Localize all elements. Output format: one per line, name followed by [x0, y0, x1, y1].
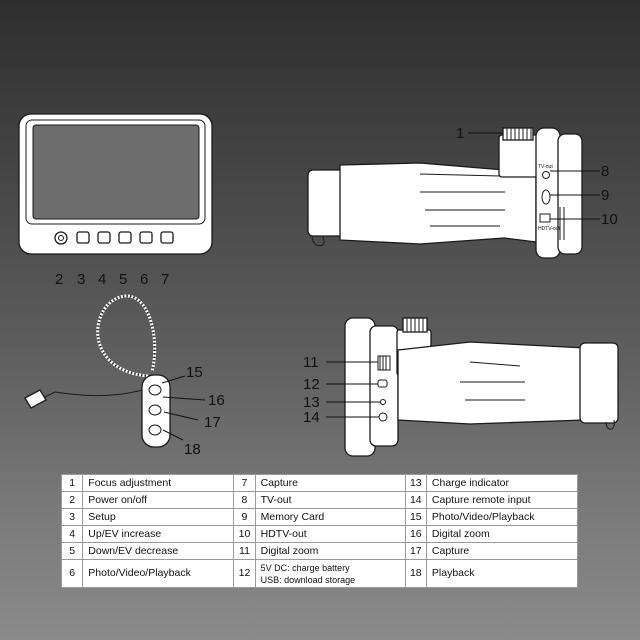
callout-13: 13 — [303, 394, 320, 411]
callout-3: 3 — [77, 271, 85, 288]
callout-6: 6 — [140, 271, 148, 288]
callout-12: 12 — [303, 376, 320, 393]
legend-table: 1 Focus adjustment 7 Capture 13 Charge i… — [60, 474, 579, 588]
svg-text:HDTV-out: HDTV-out — [538, 226, 561, 232]
mode-button — [139, 231, 153, 244]
callout-10: 10 — [601, 211, 618, 228]
device-diagram: 2 3 4 5 6 7 TV-out HDTV-out 1 8 9 10 — [18, 113, 619, 458]
legend-row: 4 Up/EV increase 10 HDTV-out 16 Digital … — [60, 525, 579, 543]
callout-14: 14 — [303, 409, 320, 426]
callout-8: 8 — [601, 163, 609, 180]
callout-4: 4 — [98, 271, 106, 288]
down-button — [118, 231, 132, 244]
callout-1: 1 — [456, 125, 464, 142]
legend-cell-two-line: 5V DC: charge battery USB: download stor… — [254, 559, 406, 588]
setup-button — [76, 231, 90, 244]
callout-7: 7 — [161, 271, 169, 288]
legend-row: 2 Power on/off 8 TV-out 14 Capture remot… — [60, 491, 579, 509]
scope-side-view-top: TV-out HDTV-out — [307, 127, 583, 259]
monitor-screen — [32, 124, 200, 220]
callout-16: 16 — [208, 392, 225, 409]
callout-15: 15 — [186, 364, 203, 381]
up-button — [97, 231, 111, 244]
remote-control — [24, 294, 171, 448]
callout-2: 2 — [55, 271, 63, 288]
svg-text:TV-out: TV-out — [538, 164, 553, 170]
capture-button — [160, 231, 174, 244]
legend-row: 1 Focus adjustment 7 Capture 13 Charge i… — [60, 474, 579, 492]
callout-5: 5 — [119, 271, 127, 288]
power-button — [54, 231, 68, 245]
monitor-front-view: 2 3 4 5 6 7 — [18, 113, 213, 288]
legend-row: 6 Photo/Video/Playback 12 5V DC: charge … — [60, 559, 579, 588]
monitor-button-row — [54, 231, 174, 245]
callout-11: 11 — [303, 354, 319, 371]
legend-row: 3 Setup 9 Memory Card 15 Photo/Video/Pla… — [60, 508, 579, 526]
callout-9: 9 — [601, 187, 609, 204]
callout-18: 18 — [184, 441, 201, 458]
callout-17: 17 — [204, 414, 221, 431]
legend-row: 5 Down/EV decrease 11 Digital zoom 17 Ca… — [60, 542, 579, 560]
scope-side-view-bottom — [344, 317, 619, 457]
